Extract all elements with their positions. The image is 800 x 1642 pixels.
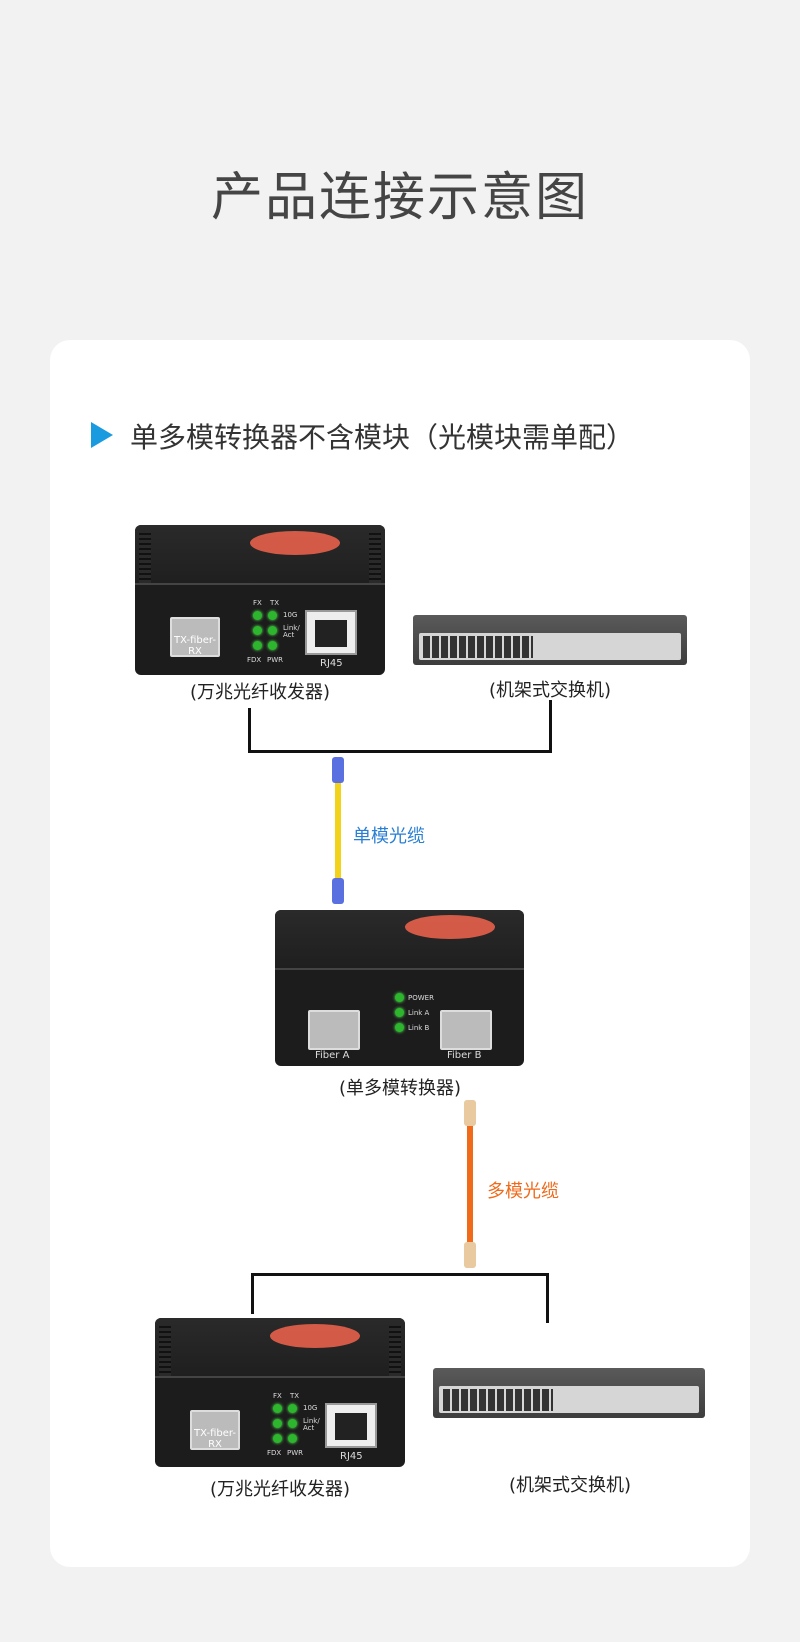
led-label: FX [273,1392,282,1400]
lc-connector [332,878,344,904]
led-label: Link/ Act [303,1417,320,1432]
media-converter: Fiber A Fiber B POWER Link A Link B [275,910,524,1066]
transceiver-top: TX-fiber-RX FX TX 10G Link/ Act FDX PWR … [135,525,385,675]
fiber-a-label: Fiber A [315,1050,350,1061]
switch-top [413,615,687,665]
led-label: 10G [283,611,298,619]
section-heading: 单多模转换器不含模块（光模块需单配） [130,421,635,454]
single-mode-cable [335,783,341,878]
led-label: PWR [267,656,284,664]
led-label: 10G [303,1404,318,1412]
led-label: FX [253,599,262,607]
lc-connector [464,1100,476,1126]
switch-bottom-label: (机架式交换机) [508,1475,632,1496]
lc-connector [464,1242,476,1268]
led-label: Link/ Act [283,624,300,639]
multi-mode-cable-label: 多模光缆 [487,1181,559,1202]
page-title: 产品连接示意图 [210,168,589,228]
transceiver-bottom-label: (万兆光纤收发器) [209,1479,351,1500]
sfp-port-label: TX-fiber-RX [174,635,216,657]
led-label: Link A [408,1009,430,1017]
led-label: Link B [408,1024,430,1032]
rj45-label: RJ45 [320,658,343,669]
multi-mode-cable [467,1126,473,1242]
play-arrow-icon [91,422,113,448]
sfp-port-label: TX-fiber-RX [194,1428,236,1450]
led-label: POWER [408,994,434,1002]
single-mode-cable-label: 单模光缆 [353,826,425,847]
led-label: FDX [247,656,262,664]
rj45-label: RJ45 [340,1451,363,1462]
led-label: TX [270,599,280,607]
transceiver-top-label: (万兆光纤收发器) [189,682,331,703]
led-label: PWR [287,1449,304,1457]
converter-label: (单多模转换器) [338,1078,462,1099]
led-label: TX [290,1392,300,1400]
fiber-b-label: Fiber B [447,1050,482,1061]
switch-top-label: (机架式交换机) [488,680,612,701]
switch-bottom [433,1368,705,1418]
brand-logo [250,531,340,555]
led-label: FDX [267,1449,282,1457]
lc-connector [332,757,344,783]
transceiver-bottom: TX-fiber-RX FX TX 10G Link/ Act FDX PWR … [155,1318,405,1467]
